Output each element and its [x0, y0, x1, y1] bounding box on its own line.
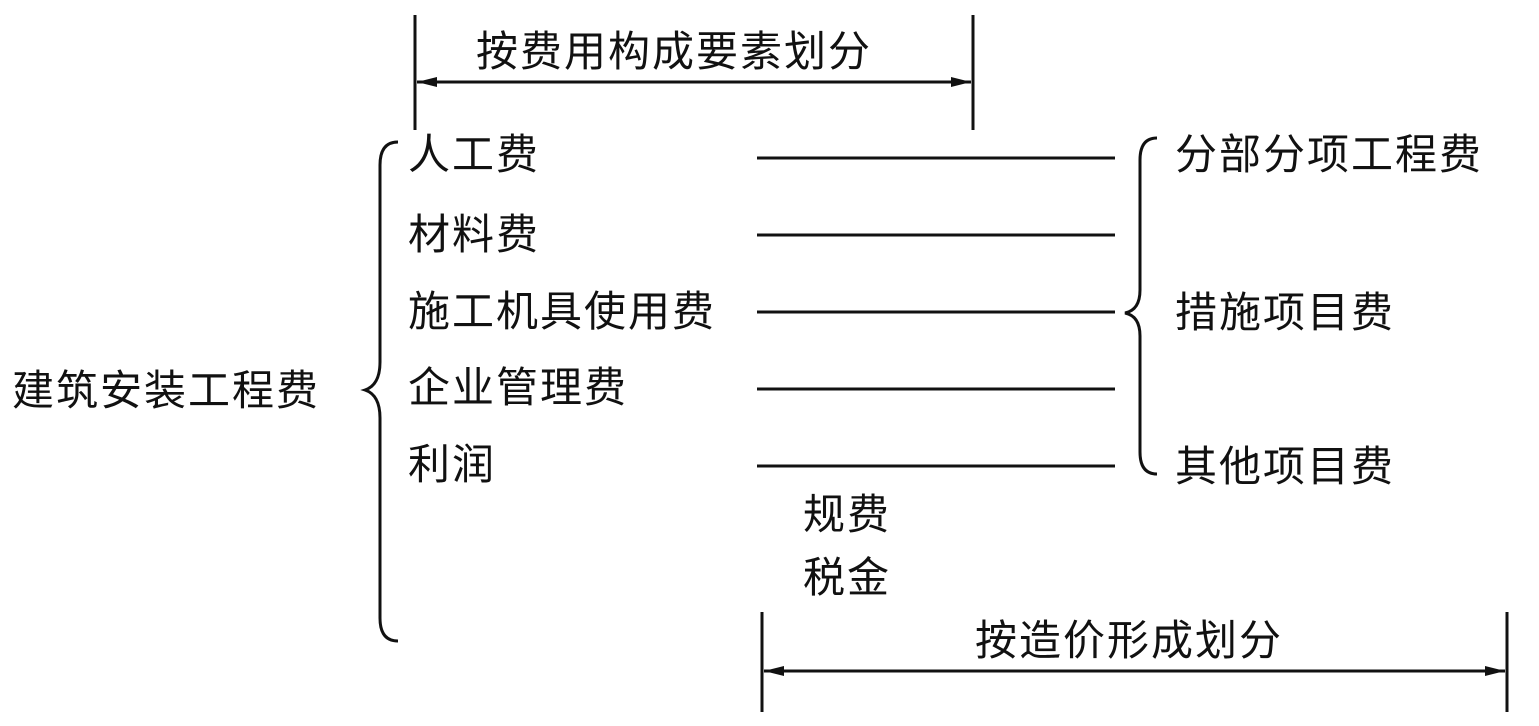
extra-item-fees: 规费: [803, 490, 892, 539]
left-item-labor: 人工费: [408, 130, 541, 179]
right-item-other: 其他项目费: [1175, 442, 1396, 491]
bottom-span-label: 按造价形成划分: [975, 616, 1284, 665]
left-curly-brace: [360, 140, 399, 643]
extra-item-tax: 税金: [803, 553, 892, 602]
top-span-label: 按费用构成要素划分: [476, 27, 873, 76]
left-item-material: 材料费: [408, 210, 541, 259]
root-label: 建筑安装工程费: [12, 366, 321, 415]
left-item-profit: 利润: [408, 440, 497, 489]
right-curly-brace: [1124, 136, 1158, 476]
right-item-subdivision: 分部分项工程费: [1175, 130, 1484, 179]
left-item-management: 企业管理费: [408, 363, 629, 412]
right-item-measures: 措施项目费: [1175, 288, 1396, 337]
left-item-machinery: 施工机具使用费: [408, 287, 717, 336]
